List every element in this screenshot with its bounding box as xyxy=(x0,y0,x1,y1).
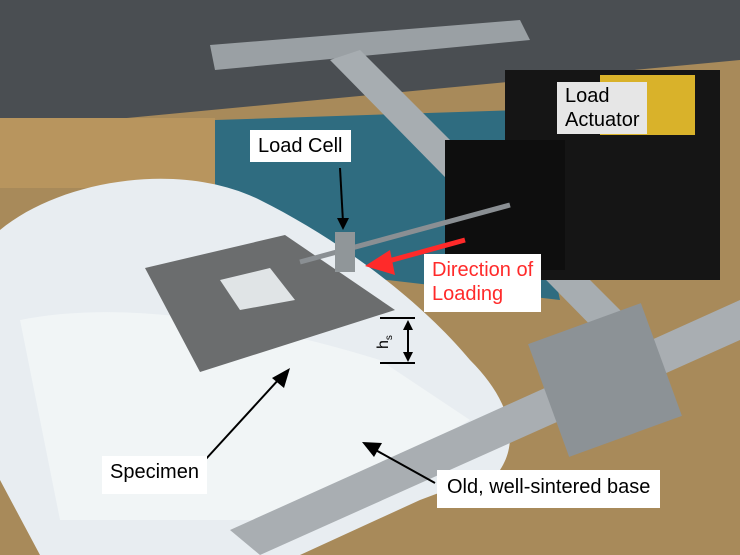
clamp xyxy=(528,303,682,457)
height-dimension xyxy=(380,317,415,364)
load-cell-text: Load Cell xyxy=(258,135,343,157)
specimen-label: Specimen xyxy=(102,456,207,494)
wooden-board xyxy=(0,118,215,188)
load-cell xyxy=(335,232,355,272)
load-cell-arrow xyxy=(339,167,344,223)
direction-label: Direction of Loading xyxy=(424,254,542,312)
specimen-block xyxy=(220,268,295,310)
specimen-arrow xyxy=(204,377,281,461)
direction-text-2: Loading xyxy=(432,283,504,305)
frame-rail-top xyxy=(210,20,530,70)
direction-text-1: Direction of xyxy=(432,259,534,281)
specimen-text: Specimen xyxy=(110,461,199,483)
direction-arrow xyxy=(384,237,466,265)
height-label: hs xyxy=(375,335,395,349)
base-arrow xyxy=(371,447,436,484)
base-label: Old, well-sintered base xyxy=(437,470,661,508)
base-text: Old, well-sintered base xyxy=(447,476,651,498)
load-actuator-text-1: Load xyxy=(565,85,610,107)
height-symbol: h xyxy=(374,340,392,350)
load-actuator-label: Load Actuator xyxy=(557,82,648,134)
load-cell-label: Load Cell xyxy=(250,130,351,162)
height-subscript: s xyxy=(384,335,396,341)
load-actuator-text-2: Actuator xyxy=(565,109,640,131)
